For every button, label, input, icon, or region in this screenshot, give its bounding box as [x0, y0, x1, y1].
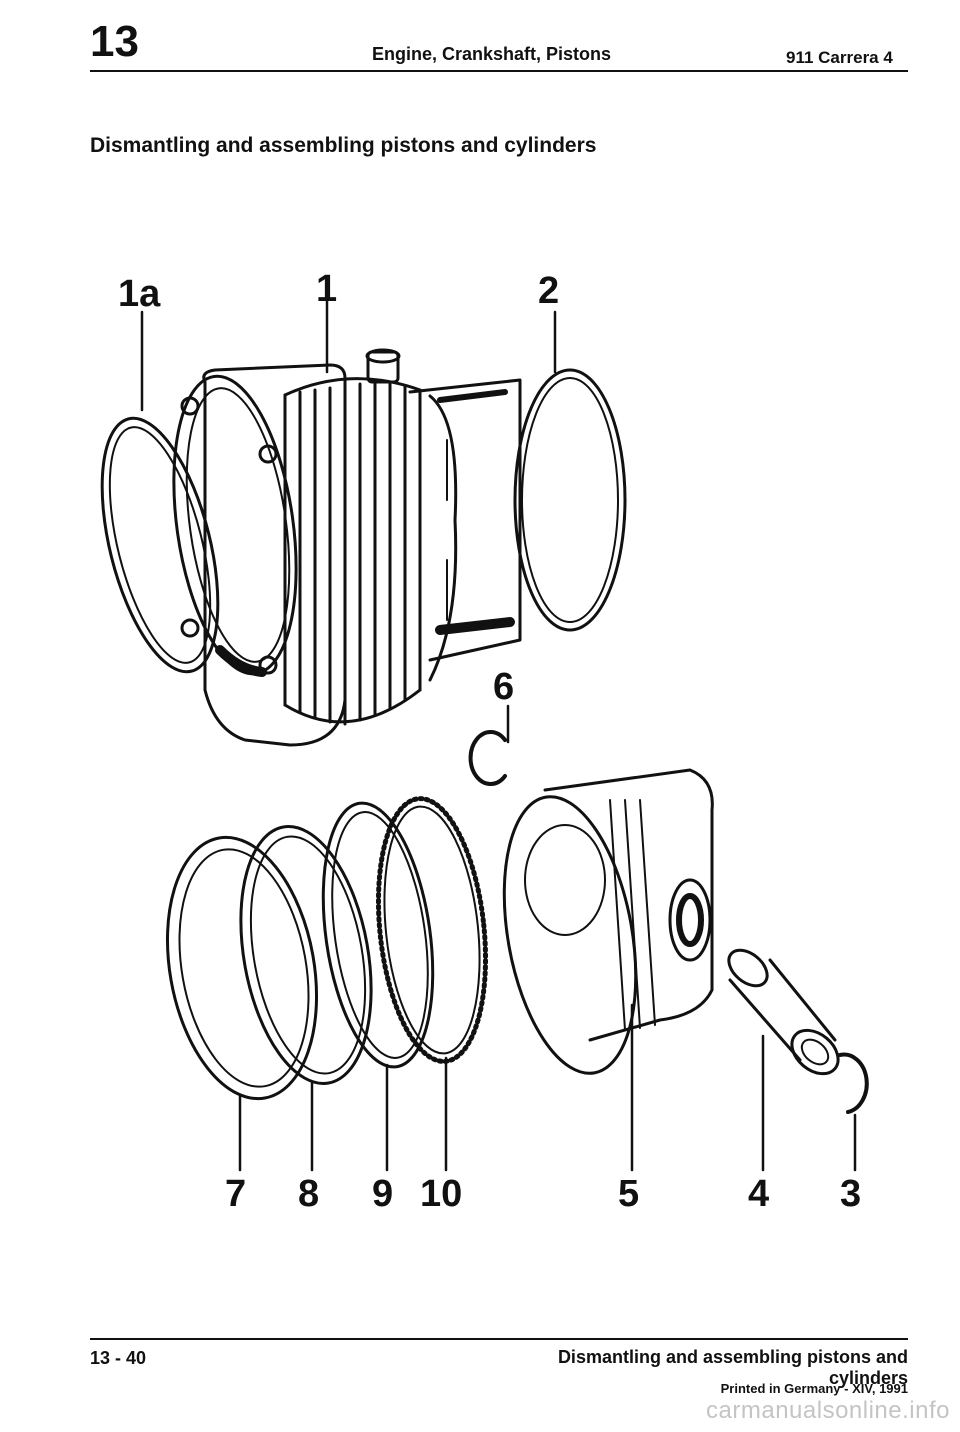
part-8-ring [239, 825, 373, 1085]
model-name: 911 Carrera 4 [786, 48, 893, 67]
part-6-circlip [468, 730, 507, 786]
part-4-piston-pin [727, 948, 840, 1076]
callout-6: 6 [493, 666, 515, 708]
callout-8: 8 [298, 1173, 320, 1215]
callout-3: 3 [840, 1173, 862, 1215]
part-1a-seal-ring [100, 416, 220, 674]
callout-5: 5 [618, 1173, 640, 1215]
page-number: 13 - 40 [90, 1348, 147, 1368]
footer-rule [90, 1338, 908, 1340]
part-3-circlip [838, 1052, 869, 1114]
footer-title: Dismantling and assembling pistons and c… [557, 1347, 908, 1388]
callout-1: 1 [316, 268, 338, 310]
callout-1a: 1a [118, 273, 161, 315]
callout-4: 4 [748, 1173, 770, 1215]
section-title: Engine, Crankshaft, Pistons [372, 44, 612, 64]
page-title: Dismantling and assembling pistons and c… [90, 134, 597, 157]
part-7-ring [165, 835, 319, 1101]
part-1-cylinder [172, 348, 522, 747]
callout-2: 2 [538, 270, 560, 312]
part-10-expander-ring [375, 796, 489, 1064]
header-rule [90, 70, 908, 72]
callout-7: 7 [225, 1173, 247, 1215]
part-5-piston [502, 768, 714, 1075]
callout-9: 9 [372, 1173, 394, 1215]
part-2-seal-ring [513, 368, 627, 632]
watermark: carmanualsonline.info [706, 1397, 950, 1424]
chapter-number: 13 [90, 17, 139, 66]
callout-10: 10 [420, 1173, 463, 1215]
part-9-ring [321, 801, 435, 1069]
print-info: Printed in Germany - XIV, 1991 [720, 1381, 908, 1396]
